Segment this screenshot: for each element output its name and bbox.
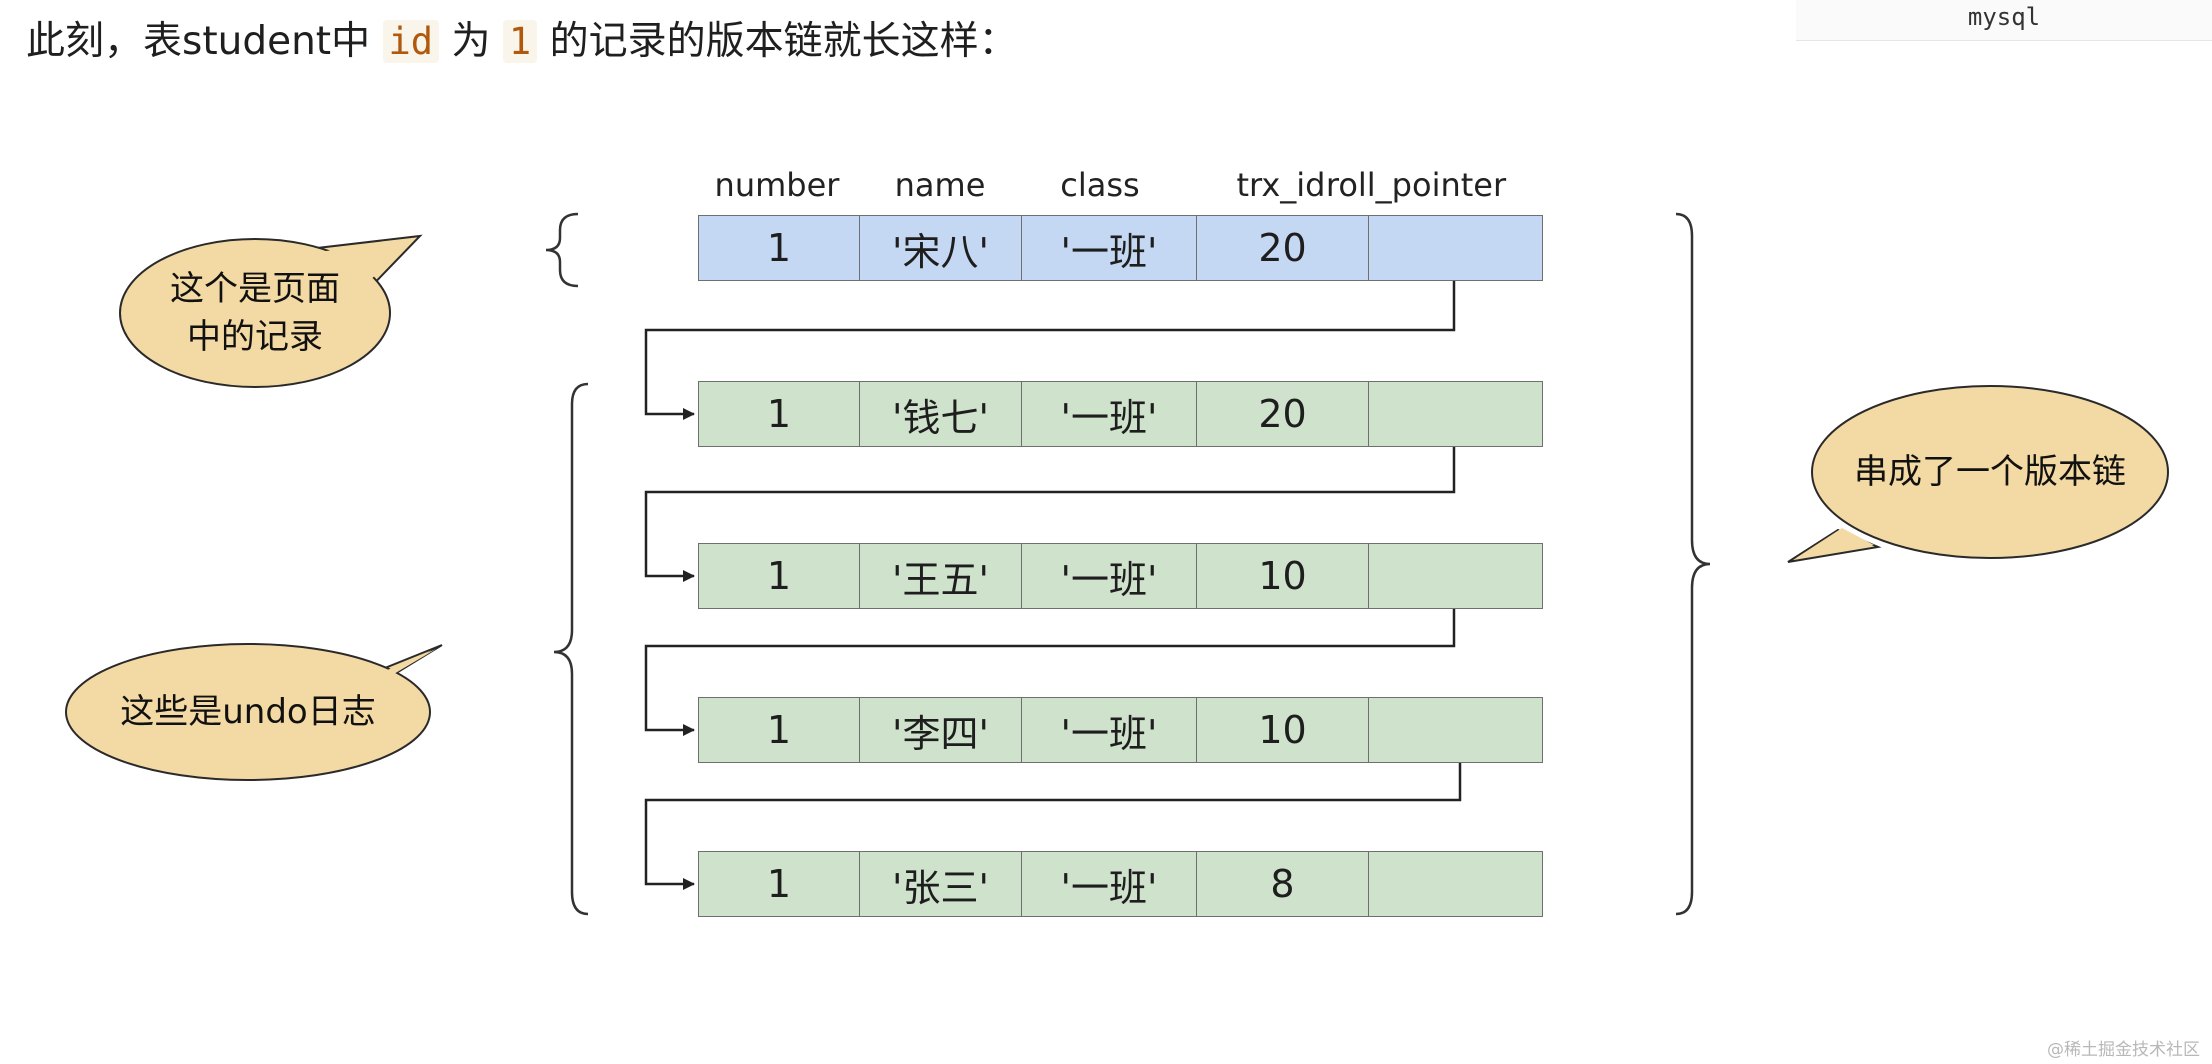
- pointer-connector-2: [644, 423, 1456, 582]
- intro-suffix: 的记录的版本链就长这样：: [549, 19, 1018, 64]
- pointer-connector-4: [644, 735, 1462, 890]
- callout-page-record: 这个是页面 中的记录: [170, 265, 340, 361]
- callout-page-record-line2: 中的记录: [187, 317, 323, 357]
- cell-name: '张三': [858, 851, 1023, 917]
- page-record-row: 1 '宋八' '一班' 20: [698, 215, 1546, 281]
- undo-record-row: 1 '李四' '一班' 10: [698, 697, 1546, 763]
- cell-roll-pointer: [1368, 697, 1543, 763]
- intro-prefix: 此刻，表student中: [26, 19, 371, 64]
- inline-code-one: 1: [502, 20, 538, 63]
- cell-roll-pointer: [1368, 543, 1543, 609]
- pointer-connector-1: [644, 258, 1456, 420]
- cell-name: '李四': [858, 697, 1023, 763]
- brace-version-chain: [1675, 212, 1711, 916]
- cell-trx-id: 20: [1195, 215, 1370, 281]
- brace-page-record: [545, 212, 579, 288]
- cell-roll-pointer: [1368, 381, 1543, 447]
- column-header-name: name: [894, 166, 986, 204]
- cell-class: '一班': [1021, 215, 1197, 281]
- watermark: @稀土掘金技术社区: [2047, 1040, 2200, 1060]
- callout-version-chain: 串成了一个版本链: [1854, 452, 2126, 492]
- cell-trx-id: 10: [1195, 697, 1370, 763]
- column-header-trx-id: trx_id: [1236, 166, 1326, 204]
- callout-page-record-bubble: [119, 234, 423, 388]
- callout-undo-log-bubble: [65, 643, 443, 781]
- cell-class: '一班': [1021, 697, 1197, 763]
- cell-number: 1: [698, 697, 860, 763]
- cell-roll-pointer: [1368, 215, 1543, 281]
- cell-class: '一班': [1021, 851, 1197, 917]
- cell-number: 1: [698, 851, 860, 917]
- cell-class: '一班': [1021, 381, 1197, 447]
- callout-version-chain-bubble: [1787, 385, 2169, 563]
- intro-sentence: 此刻，表student中 id 为 1 的记录的版本链就长这样：: [26, 14, 1018, 70]
- inline-code-id: id: [382, 20, 440, 63]
- column-header-roll-pointer: roll_pointer: [1325, 166, 1507, 204]
- cell-number: 1: [698, 381, 860, 447]
- undo-record-row: 1 '钱七' '一班' 20: [698, 381, 1546, 447]
- cell-class: '一班': [1021, 543, 1197, 609]
- callout-undo-log: 这些是undo日志: [120, 692, 376, 732]
- column-header-class: class: [1060, 166, 1140, 204]
- cell-trx-id: 20: [1195, 381, 1370, 447]
- intro-middle: 为: [451, 19, 491, 64]
- cell-name: '钱七': [858, 381, 1023, 447]
- undo-record-row: 1 '王五' '一班' 10: [698, 543, 1546, 609]
- pointer-connector-3: [644, 580, 1456, 736]
- cell-name: '宋八': [858, 215, 1023, 281]
- cell-roll-pointer: [1368, 851, 1543, 917]
- cell-number: 1: [698, 215, 860, 281]
- column-header-number: number: [714, 166, 840, 204]
- cell-trx-id: 8: [1195, 851, 1370, 917]
- cell-trx-id: 10: [1195, 543, 1370, 609]
- brace-undo-log: [553, 382, 589, 916]
- cell-number: 1: [698, 543, 860, 609]
- code-language-tab[interactable]: mysql: [1796, 0, 2212, 41]
- undo-record-row: 1 '张三' '一班' 8: [698, 851, 1546, 917]
- cell-name: '王五': [858, 543, 1023, 609]
- callout-page-record-line1: 这个是页面: [170, 269, 340, 309]
